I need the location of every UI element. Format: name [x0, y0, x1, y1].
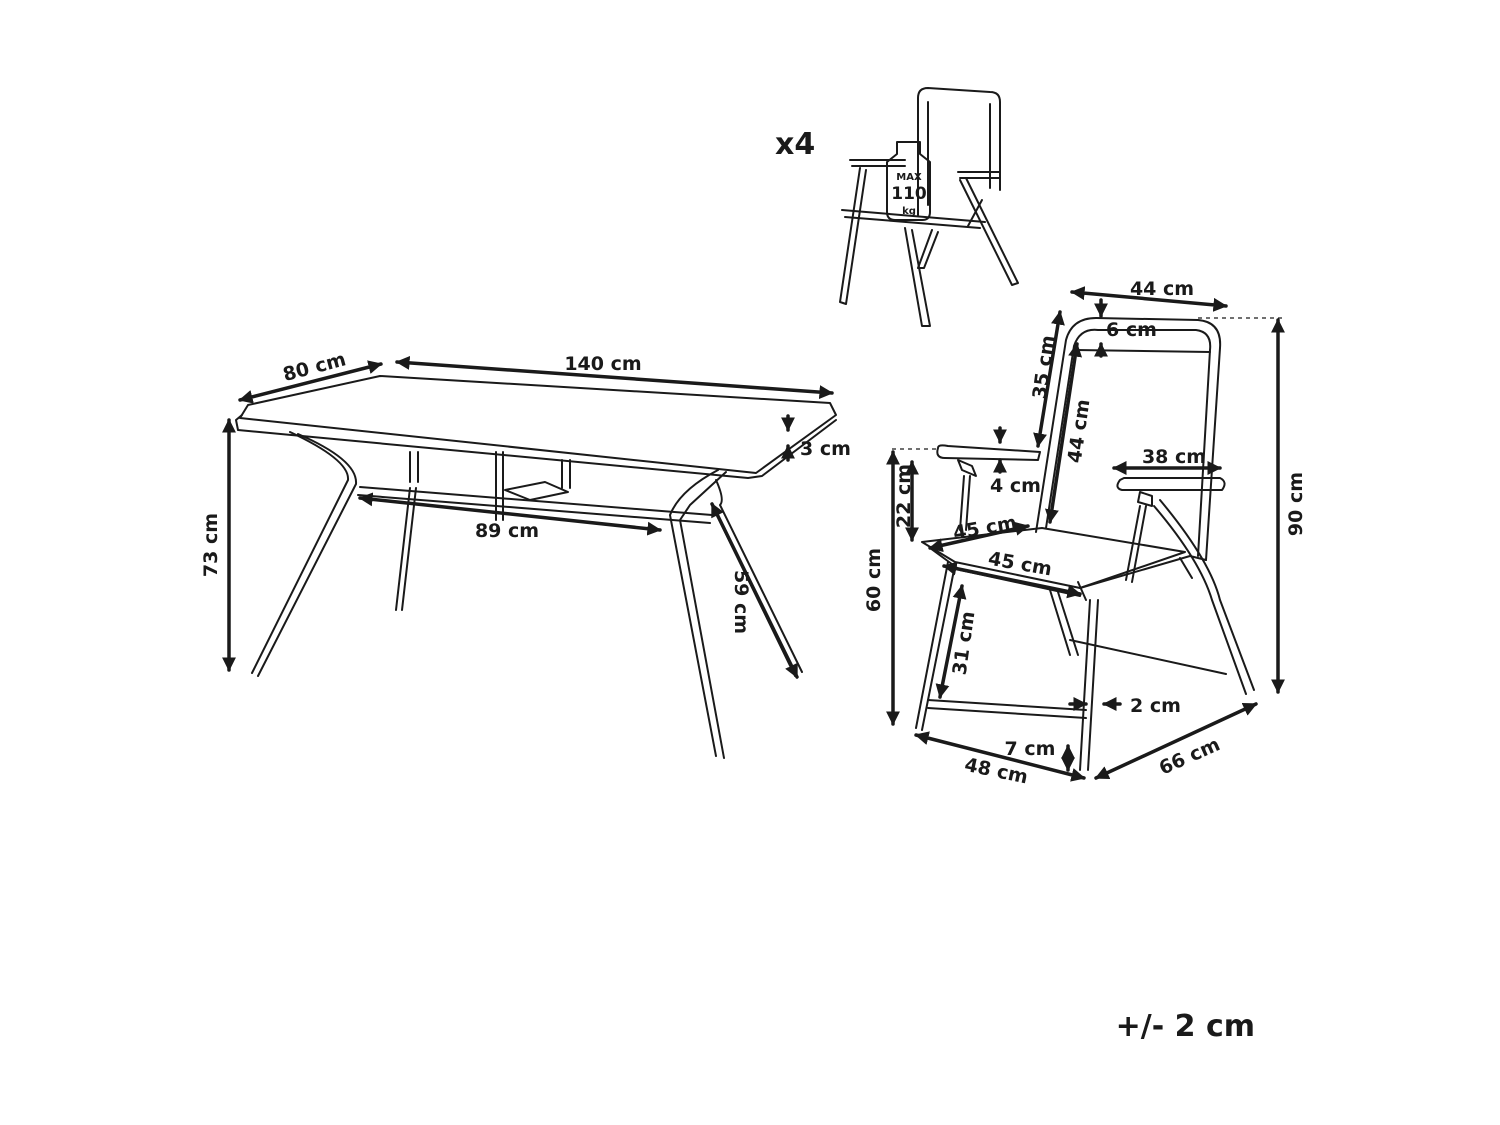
table-leg-length-label: 59 cm — [730, 570, 752, 634]
chair-armrest-height-label: 22 cm — [893, 464, 915, 528]
chair-base-depth-label: 66 cm — [1156, 733, 1224, 779]
quantity-label: x4 — [775, 127, 815, 162]
chair-foot-bar-label: 7 cm — [1005, 738, 1056, 760]
table-top-thickness-label: 3 cm — [800, 438, 851, 460]
table-height-label: 73 cm — [200, 513, 222, 577]
chair-armrest-gap-label: 38 cm — [1142, 446, 1206, 468]
chair-seat-height-label: 31 cm — [949, 610, 980, 677]
chair-back-top-band-label: 6 cm — [1106, 319, 1157, 341]
tolerance-note: +/- 2 cm — [1116, 1009, 1255, 1044]
max-load-value: 110 — [891, 184, 927, 204]
table-leg-span-label: 89 cm — [475, 520, 539, 542]
table-length-label: 140 cm — [564, 353, 641, 375]
chair-drawing: 44 cm 6 cm 35 cm 44 cm 4 cm 38 cm 90 cm … — [863, 278, 1307, 789]
chair-total-height-label: 90 cm — [1285, 472, 1307, 536]
chair-arm-height-label: 60 cm — [863, 548, 885, 612]
chair-armrest-thickness-label: 4 cm — [990, 475, 1041, 497]
chair-back-width-label: 44 cm — [1130, 278, 1194, 300]
chair-tube-label: 2 cm — [1130, 695, 1181, 717]
max-load-unit: kg — [902, 206, 916, 217]
chair-back-upper-label: 35 cm — [1029, 334, 1060, 401]
max-load-caption: MAX — [896, 172, 922, 183]
max-load-weight-icon: MAX 110 kg — [886, 141, 931, 221]
chair-preview: x4 MAX 110 kg — [775, 87, 1019, 327]
table-drawing: 80 cm 140 cm 3 cm 73 cm 89 cm 59 cm — [200, 348, 851, 759]
